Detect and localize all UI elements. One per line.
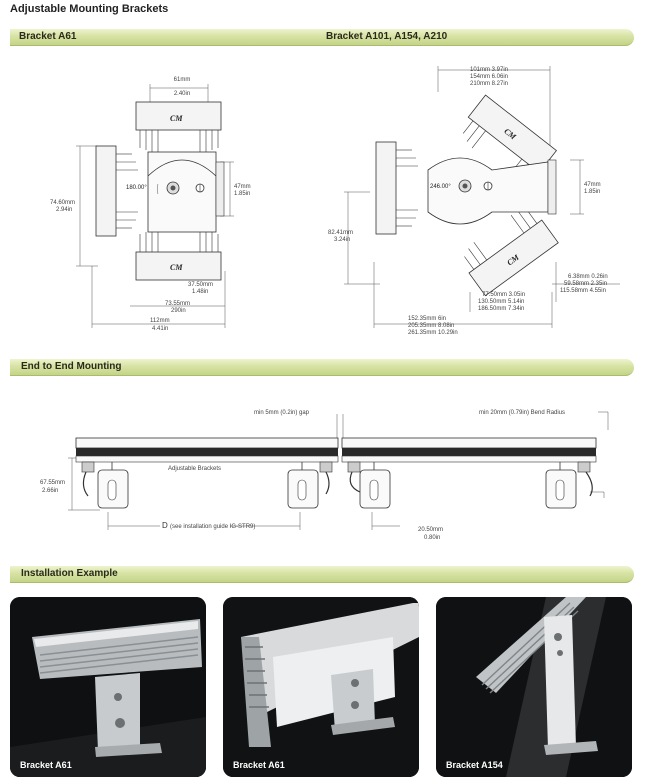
a61-dim-b1-in: 1.48in	[192, 289, 208, 295]
a101-right-1: 6.38mm 0.26in	[568, 274, 608, 280]
end-bend-label: min 20mm (0.79in) Bend Radius	[479, 410, 565, 416]
a101-bottom-2: 205.35mm 8.08in	[408, 323, 454, 329]
installation-photo-1: Bracket A61	[10, 597, 206, 777]
a61-dim-top-mm: 61mm	[174, 77, 191, 83]
photo-2-caption: Bracket A61	[233, 760, 285, 770]
a61-dim-b1-mm: 37.50mm	[188, 282, 213, 288]
a101-mid-3: 186.50mm 7.34in	[478, 306, 524, 312]
a101-dim-right-mm: 47mm	[584, 182, 601, 188]
a101-top-3: 210mm 8.27in	[470, 81, 508, 87]
page-title: Adjustable Mounting Brackets	[10, 3, 169, 15]
installation-photo-3: Bracket A154	[436, 597, 632, 777]
a61-dim-b3-in: 4.41in	[152, 326, 168, 332]
end-offset-mm: 20.50mm	[418, 527, 443, 533]
a61-dim-b2-mm: 73.55mm	[165, 301, 190, 307]
section-bar-brackets: Bracket A61 Bracket A101, A154, A210	[10, 29, 634, 46]
end-d-note: (see installation guide IG-STR9)	[170, 524, 255, 530]
end-to-end-diagram: min 5mm (0.2in) gap min 20mm (0.79in) Be…	[30, 400, 630, 550]
a101-top-1: 101mm 3.97in	[470, 67, 508, 73]
a61-dim-left-mm: 74.60mm	[50, 200, 75, 206]
bracket-a101-diagram: CM CM 101mm 3.97in 154mm 6.06in 210mm 8.…	[320, 62, 630, 340]
svg-text:CM: CM	[170, 114, 183, 123]
end-height-in: 2.66in	[42, 488, 58, 494]
section-bar-installation: Installation Example	[10, 566, 634, 583]
a61-dim-right-mm: 47mm	[234, 184, 251, 190]
a61-dim-left-in: 2.94in	[56, 207, 72, 213]
a101-dim-left-mm: 82.41mm	[328, 230, 353, 236]
a101-right-3: 115.58mm 4.55in	[560, 288, 606, 294]
a101-mid-2: 130.50mm 5.14in	[478, 299, 524, 305]
a61-dim-b3-mm: 112mm	[150, 318, 170, 324]
bracket-a61-heading: Bracket A61	[19, 31, 77, 42]
end-height-mm: 67.55mm	[40, 480, 65, 486]
installation-photo-2: Bracket A61	[223, 597, 419, 777]
photo-1-caption: Bracket A61	[20, 760, 72, 770]
photo-3-caption: Bracket A154	[446, 760, 503, 770]
svg-text:CM: CM	[170, 263, 183, 272]
end-gap-label: min 5mm (0.2in) gap	[254, 410, 310, 416]
a101-dim-left-in: 3.24in	[334, 237, 350, 243]
a61-dim-right-in: 1.85in	[234, 191, 250, 197]
a61-angle: 180.00°	[126, 185, 147, 191]
installation-heading: Installation Example	[21, 568, 118, 579]
end-brackets-label: Adjustable Brackets	[168, 466, 221, 472]
a61-dim-b2-in: 290in	[171, 308, 186, 314]
a101-bottom-1: 152.35mm 6in	[408, 316, 446, 322]
section-bar-end-to-end: End to End Mounting	[10, 359, 634, 376]
bracket-a101-heading: Bracket A101, A154, A210	[326, 31, 448, 42]
end-to-end-heading: End to End Mounting	[21, 361, 122, 372]
a101-mid-1: 77.50mm 3.05in	[482, 292, 525, 298]
a101-angle: 246.00°	[430, 184, 451, 190]
a101-dim-right-in: 1.85in	[584, 189, 600, 195]
a101-bottom-3: 261.35mm 10.29in	[408, 330, 458, 336]
end-d-label: D	[162, 521, 168, 530]
bracket-a61-diagram: CM CM 61mm 2.40in 180.00° 47mm 1.85in 74…	[40, 66, 300, 336]
a101-right-2: 59.58mm 2.35in	[564, 281, 607, 287]
a61-dim-top-in: 2.40in	[174, 91, 190, 97]
a101-top-2: 154mm 6.06in	[470, 74, 508, 80]
end-offset-in: 0.80in	[424, 535, 440, 541]
